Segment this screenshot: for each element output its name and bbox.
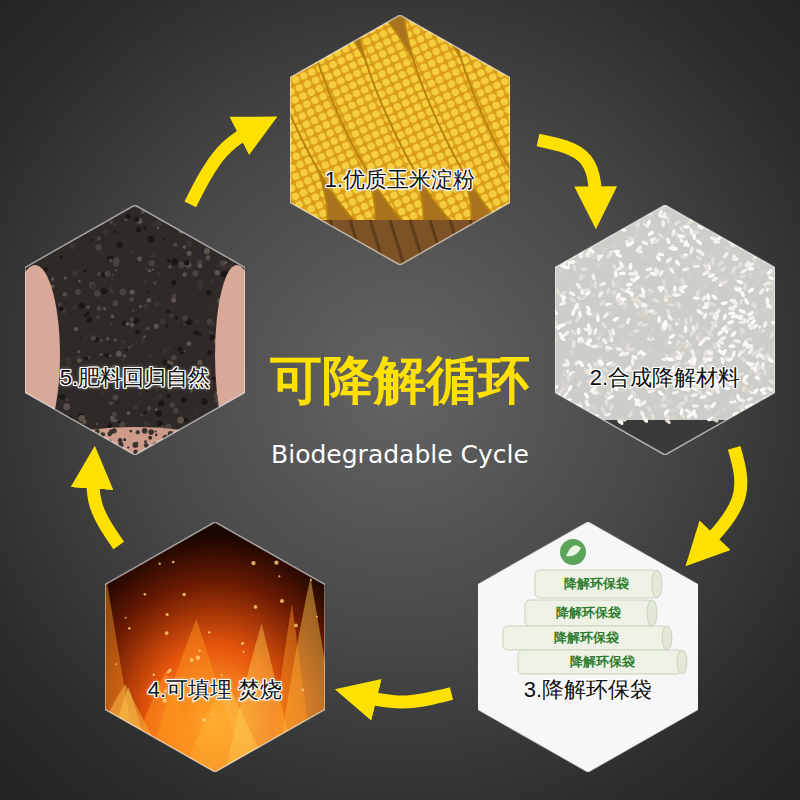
hexagon-step: 1.优质玉米淀粉	[290, 15, 510, 265]
bag-print: 降解环保袋	[554, 631, 619, 645]
cycle-arrow	[352, 694, 452, 702]
hexagon-photo	[555, 205, 775, 455]
hexagon-photo	[25, 205, 245, 455]
cycle-arrow	[190, 124, 262, 204]
step-label: 5.肥料回归自然	[60, 365, 210, 391]
step-label: 4.可填埋 焚烧	[148, 677, 282, 703]
step-label: 1.优质玉米淀粉	[325, 167, 475, 193]
cycle-arrow	[93, 463, 119, 545]
hexagon-photo	[478, 522, 698, 772]
bag-print: 降解环保袋	[564, 577, 629, 591]
cycle-arrow	[697, 448, 741, 554]
hexagon-step: 3.降解环保袋	[478, 522, 698, 772]
hexagon-step: 2.合成降解材料	[555, 205, 775, 455]
diagram-subtitle: Biodegradable Cycle	[271, 440, 529, 470]
hexagon-step: 4.可填埋 焚烧	[105, 522, 325, 772]
step-label: 3.降解环保袋	[524, 677, 652, 703]
hexagon-photo	[290, 15, 510, 265]
bag-print: 降解环保袋	[556, 606, 621, 620]
hexagon-photo	[105, 522, 325, 772]
step-label: 2.合成降解材料	[590, 365, 740, 391]
diagram-title: 可降解循环	[270, 349, 530, 411]
hexagon-step: 5.肥料回归自然	[25, 205, 245, 455]
bag-print: 降解环保袋	[570, 655, 635, 669]
cycle-arrow	[538, 140, 596, 212]
